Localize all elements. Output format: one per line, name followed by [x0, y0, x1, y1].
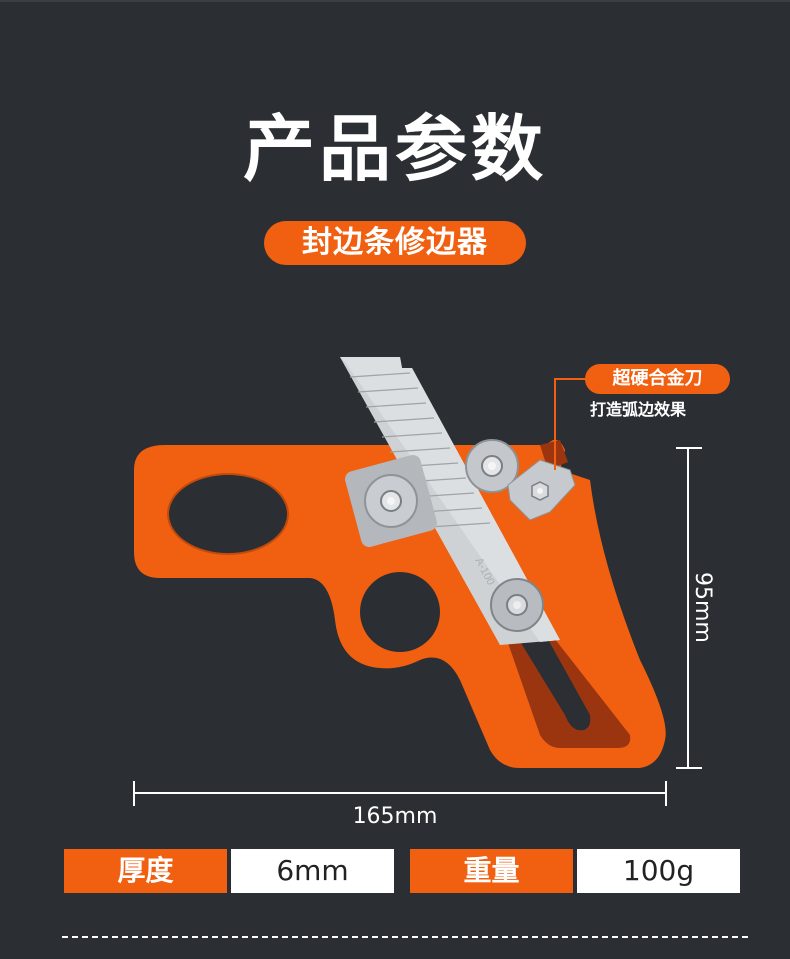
height-dimension-line [676, 447, 702, 769]
callout-badge: 超硬合金刀 [585, 364, 730, 394]
bottom-bolt [490, 578, 544, 632]
product-name-badge: 封边条修边器 [264, 221, 526, 265]
top-border [0, 0, 790, 2]
spec-value: 100g [577, 849, 740, 893]
height-dimension-label: 95mm [690, 572, 715, 643]
spec-thickness: 厚度 6mm [64, 849, 394, 893]
spec-value: 6mm [231, 849, 394, 893]
spec-label: 厚度 [64, 849, 227, 893]
snap-off-blade: A-100 [340, 357, 560, 645]
dashed-divider [62, 936, 748, 938]
page-title: 产品参数 [242, 107, 547, 191]
width-dimension-line [133, 781, 667, 806]
spec-label: 重量 [410, 849, 573, 893]
callout-leader-line [554, 378, 590, 470]
width-dimension-label: 165mm [352, 804, 438, 829]
callout-description: 打造弧边效果 [590, 400, 687, 419]
carbide-insert [507, 459, 576, 521]
square-clamp-plate [345, 455, 437, 547]
spec-weight: 重量 100g [410, 849, 740, 893]
trimmer-body [134, 439, 666, 768]
top-bolt [465, 439, 519, 493]
